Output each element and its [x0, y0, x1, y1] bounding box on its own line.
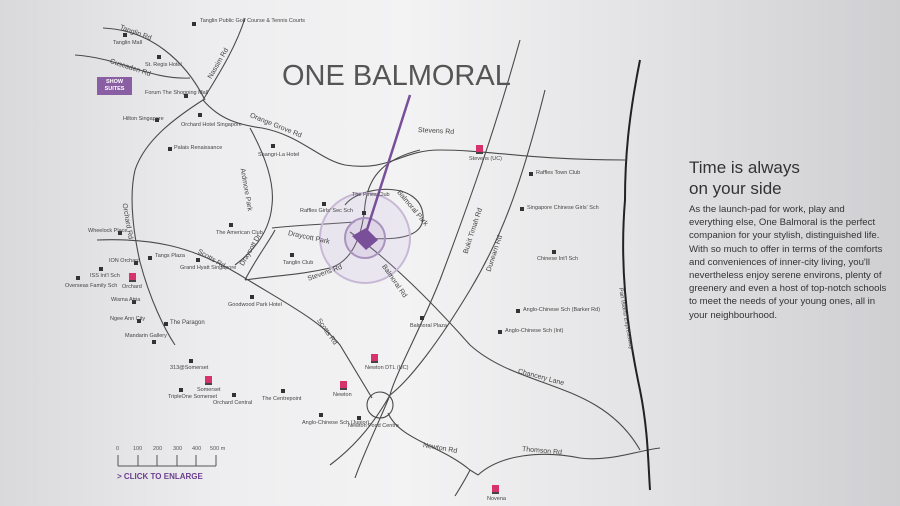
place-label[interactable]: Palais Renaissance [174, 145, 223, 151]
place-label[interactable]: Goodwood Park Hotel [228, 302, 282, 308]
place-marker [179, 388, 183, 392]
scale-tick-label: 300 [173, 446, 183, 452]
place-marker [99, 267, 103, 271]
station-label[interactable]: Orchard [122, 284, 142, 290]
place-marker [152, 340, 156, 344]
place-label[interactable]: Balmoral Plaza [410, 323, 447, 329]
place-label[interactable]: Singapore Chinese Girls' Sch [527, 205, 599, 211]
place-label[interactable]: ION Orchard [109, 258, 141, 264]
place-marker [192, 22, 196, 26]
mrt-icon [205, 376, 212, 385]
place-label[interactable]: Orchard Hotel Singapore [181, 122, 242, 128]
place-marker [184, 94, 188, 98]
place-marker [229, 223, 233, 227]
place-marker [123, 33, 127, 37]
place-label[interactable]: Wisma Atria [111, 297, 141, 303]
show-suites-button[interactable]: SHOW SUITES [97, 77, 132, 95]
place-label[interactable]: Hilton Singapore [123, 116, 164, 122]
place-marker [271, 144, 275, 148]
place-marker [520, 207, 524, 211]
mrt-icon [476, 145, 483, 154]
place-marker [198, 113, 202, 117]
place-marker [76, 276, 80, 280]
scale-tick-label: 500 m [210, 446, 226, 452]
site-pointer [363, 94, 412, 237]
place-marker [529, 172, 533, 176]
place-label[interactable]: Tanglin Club [283, 260, 314, 266]
heading-line-1: Time is always [689, 158, 800, 177]
place-label[interactable]: The Centrepoint [262, 396, 302, 402]
description-panel: Time is always on your side As the launc… [689, 157, 889, 322]
place-marker [189, 359, 193, 363]
place-label[interactable]: Wheelock Place [88, 228, 128, 234]
place-marker [498, 330, 502, 334]
place-label[interactable]: Shangri-La Hotel [258, 152, 300, 158]
place-label[interactable]: Tanglin Public Golf Course & Tennis Cour… [200, 18, 306, 24]
place-marker [134, 261, 138, 265]
scale-tick-label: 400 [192, 446, 202, 452]
place-marker [155, 118, 159, 122]
place-marker [164, 322, 168, 326]
place-marker [552, 250, 556, 254]
place-marker [232, 393, 236, 397]
place-label[interactable]: Newton Food Centre [348, 423, 399, 429]
place-marker [290, 253, 294, 257]
place-marker [148, 256, 152, 260]
place-label[interactable]: Anglo-Chinese Sch (Junior) [302, 420, 370, 426]
place-marker [157, 55, 161, 59]
place-marker [168, 147, 172, 151]
place-label[interactable]: Raffles Girls' Sec Sch [300, 208, 353, 214]
place-label[interactable]: 313@Somerset [170, 365, 209, 371]
mrt-icon [129, 273, 136, 282]
station-label[interactable]: Newton [333, 392, 352, 398]
mrt-icon [371, 354, 378, 363]
place-marker [137, 319, 141, 323]
place-marker [357, 416, 361, 420]
station-label[interactable]: Newton DTL (UC) [365, 365, 409, 371]
place-label[interactable]: The Paragon [170, 320, 205, 326]
place-label[interactable]: Ngee Ann City [110, 316, 146, 322]
click-to-enlarge-link[interactable]: > CLICK TO ENLARGE [117, 472, 203, 481]
place-label[interactable]: Orchard Central [213, 400, 253, 406]
description-text: As the launch-pad for work, play and eve… [689, 204, 887, 321]
place-label[interactable]: Forum The Shopping Mall [145, 90, 209, 96]
place-label[interactable]: Chinese Int'l Sch [537, 256, 579, 262]
place-label[interactable]: Tanglin Mall [113, 40, 143, 46]
place-marker [196, 258, 200, 262]
place-label[interactable]: TripleOne Somerset [168, 394, 218, 400]
station-label[interactable]: Somerset [197, 387, 221, 393]
scale-bar: 0 100 200 300 400 500 m [116, 446, 226, 468]
place-label[interactable]: Anglo-Chinese Sch (Int) [505, 328, 564, 334]
place-label[interactable]: Mandarin Gallery [125, 333, 167, 339]
one-balmoral-site-marker[interactable] [352, 228, 378, 250]
place-marker [132, 300, 136, 304]
place-marker [118, 231, 122, 235]
place-marker [362, 211, 366, 215]
heading-line-2: on your side [689, 179, 782, 198]
place-label[interactable]: The Pines Club [352, 192, 390, 198]
place-label[interactable]: Raffles Town Club [536, 170, 581, 176]
place-label[interactable]: ISS Int'l Sch [90, 273, 120, 279]
place-label[interactable]: St. Regis Hotel [145, 62, 182, 68]
station-label[interactable]: Stevens (UC) [469, 156, 503, 162]
place-marker [516, 309, 520, 313]
mrt-icon [340, 381, 347, 390]
scale-tick-label: 100 [133, 446, 143, 452]
place-marker [250, 295, 254, 299]
place-marker [319, 413, 323, 417]
scale-tick-label: 0 [116, 446, 120, 452]
mrt-icon [492, 485, 499, 494]
project-logo: ONE BALMORAL [282, 60, 511, 92]
place-label[interactable]: Overseas Family Sch [65, 283, 118, 289]
place-label[interactable]: The American Club [216, 230, 263, 236]
place-label[interactable]: Tangs Plaza [155, 253, 185, 259]
place-label[interactable]: Anglo-Chinese Sch (Barker Rd) [523, 307, 601, 313]
place-marker [322, 202, 326, 206]
scale-tick-label: 200 [153, 446, 163, 452]
place-marker [281, 389, 285, 393]
place-marker [420, 316, 424, 320]
pan-island-expressway-line [622, 59, 651, 491]
place-label[interactable]: Grand Hyatt Singapore [180, 265, 237, 271]
station-label[interactable]: Novena [487, 496, 506, 502]
